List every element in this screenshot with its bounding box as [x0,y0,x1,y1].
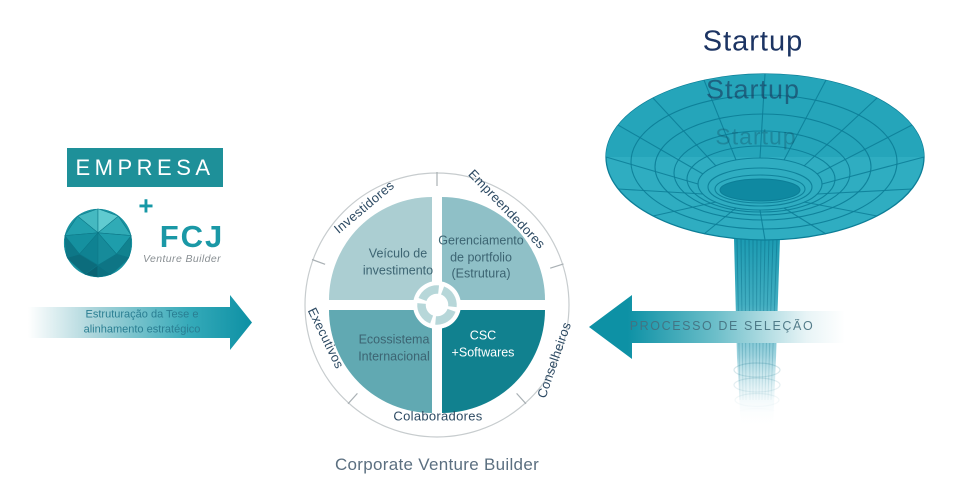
quadrant-label-ecossistema: Ecossistema Internacional [358,332,430,364]
empresa-box: EMPRESA [67,148,223,187]
empresa-label: EMPRESA [75,154,215,180]
fcj-wordmark: FCJ [159,219,225,254]
ring-label-colaboradores: Colaboradores [393,408,483,424]
startup-funnel-graphic [605,73,925,428]
quadrant-top-right-shape [442,197,545,300]
quadrant-label-veiculo: Veículo de investimento [362,246,434,278]
selecao-arrow-label: PROCESSO DE SELEÇÃO [629,319,815,333]
tese-arrow-label: Estruturação da Tese e alinhamento estra… [83,308,201,335]
startup-title: Startup [702,25,804,58]
right-arrow-icon [28,295,252,350]
venture-builder-wheel [304,172,570,438]
fcj-tagline: Venture Builder [143,253,221,265]
wheel-caption: Corporate Venture Builder [334,455,540,474]
left-arrow-icon [589,295,845,359]
quadrant-top-left-shape [329,197,432,300]
quadrant-bottom-right-shape [442,310,545,413]
quadrant-bottom-left-shape [329,310,432,413]
startup-echo-1: Startup [705,74,801,105]
quadrant-label-portfolio: Gerenciamento de portfolio (Estrutura) [438,233,524,281]
plus-sign: + [138,190,154,221]
fcj-globe-icon [63,208,133,278]
startup-echo-2: Startup [715,123,797,150]
quadrant-label-csc: CSC +Softwares [451,328,515,360]
ring-dividers [311,172,564,405]
